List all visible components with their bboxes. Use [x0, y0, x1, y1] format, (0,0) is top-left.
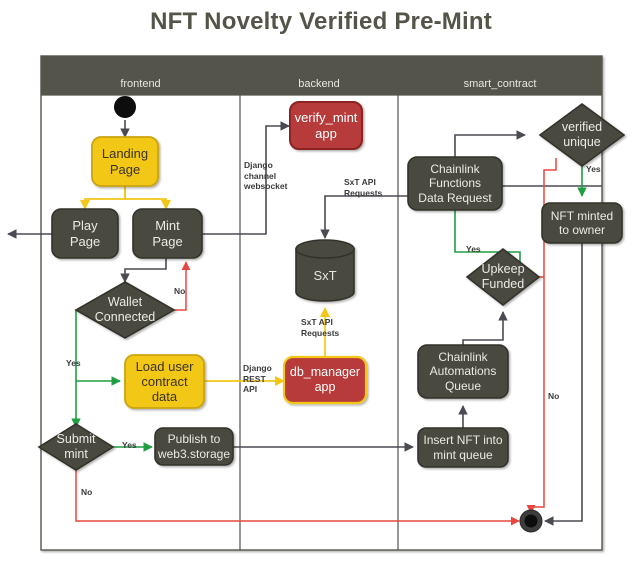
node-start[interactable] — [114, 96, 136, 118]
node-verify-mint-app[interactable] — [289, 101, 363, 150]
edge-mintpage-to-wallet — [120, 257, 167, 283]
lane-title-smart-contract: smart_contract — [398, 73, 602, 95]
lane-title-backend-label: backend — [298, 78, 340, 90]
lane-title-frontend-label: frontend — [120, 78, 161, 90]
edge-mintpage-to-verifymint — [202, 121, 290, 235]
node-nft-minted-to-owner[interactable] — [541, 202, 623, 244]
node-publish-web3-storage[interactable] — [154, 427, 234, 466]
node-play-page[interactable] — [51, 208, 119, 259]
edge-landing-to-mintpage — [124, 186, 172, 211]
node-chainlink-automations-queue[interactable] — [417, 344, 509, 399]
node-upkeep-funded[interactable] — [465, 247, 541, 307]
lane-title-frontend: frontend — [41, 73, 240, 95]
node-verified-unique[interactable] — [538, 103, 626, 167]
edge-nft-minted-to-end — [544, 243, 583, 526]
node-end[interactable] — [519, 509, 543, 533]
node-submit-mint[interactable] — [37, 423, 115, 471]
edge-submit-mint-no — [75, 470, 520, 526]
node-mint-page[interactable] — [132, 208, 203, 259]
node-chainlink-functions-data-request[interactable] — [407, 156, 503, 211]
node-sxt-database[interactable] — [295, 239, 355, 302]
nodes — [37, 96, 626, 533]
edges — [7, 120, 602, 526]
node-insert-nft-into-mint-queue[interactable] — [417, 427, 509, 468]
edge-verified-unique-no — [526, 158, 557, 514]
lane-title-smart-contract-label: smart_contract — [463, 78, 537, 90]
edge-chainlink-to-verified-unique — [454, 130, 526, 157]
page-title: NFT Novelty Verified Pre-Mint — [150, 8, 492, 35]
node-load-user-contract-data[interactable] — [124, 354, 205, 409]
lane-title-backend: backend — [240, 73, 398, 95]
node-landing-page[interactable] — [91, 136, 159, 187]
node-db-manager-app[interactable] — [282, 355, 368, 405]
node-wallet-connected[interactable] — [74, 281, 176, 339]
